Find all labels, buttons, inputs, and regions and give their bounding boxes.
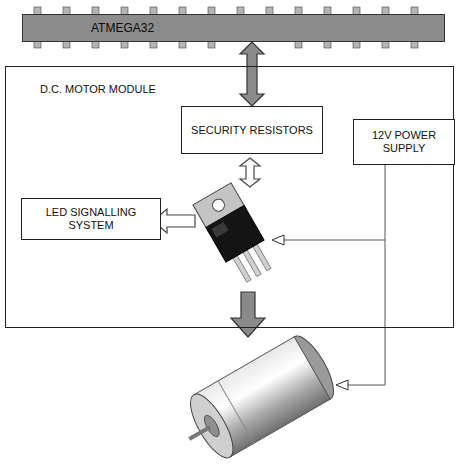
signal-arrow	[240, 158, 260, 187]
process-box: SECURITY RESISTORS	[181, 106, 323, 154]
chip-label: ATMEGA32	[23, 22, 154, 35]
process-box: LED SIGNALLING SYSTEM	[21, 198, 161, 240]
motor-illustration	[171, 330, 341, 465]
module-frame: D.C. MOTOR MODULE SECURITY RESISTORS 12V P…	[5, 66, 454, 328]
drive-arrow	[231, 292, 265, 337]
box-label: SECURITY RESISTORS	[187, 124, 317, 137]
power-arrowhead	[336, 380, 348, 390]
module-title: D.C. MOTOR MODULE	[40, 83, 200, 96]
power-arrowhead	[272, 235, 284, 245]
process-box: 12V POWER SUPPLY	[353, 119, 455, 165]
microcontroller-chip: ATMEGA32	[22, 14, 445, 42]
data-bus-arrow	[240, 42, 264, 106]
box-label: 12V POWER SUPPLY	[354, 129, 454, 155]
box-label: LED SIGNALLING SYSTEM	[22, 206, 160, 232]
transistor-symbol	[193, 183, 278, 286]
